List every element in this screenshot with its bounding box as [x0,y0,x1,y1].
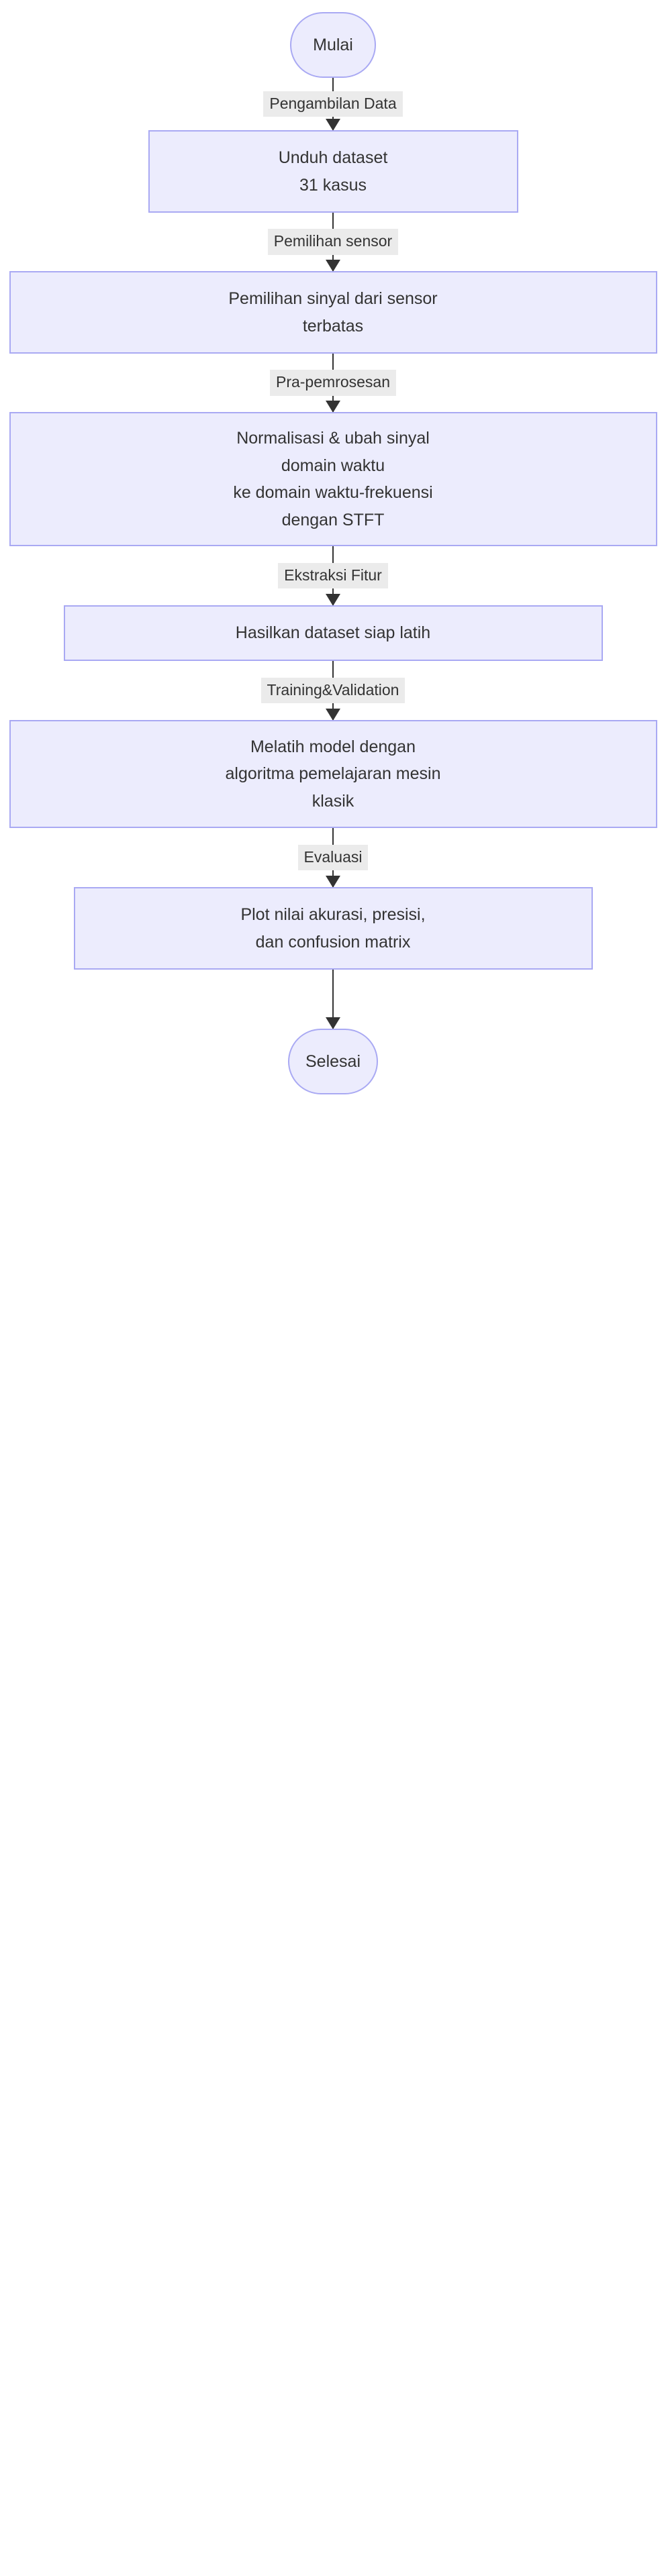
node-pemilihan-sinyal-label: Pemilihan sinyal dari sensor terbatas [228,289,438,336]
node-melatih-model-label: Melatih model dengan algoritma pemelajar… [225,737,441,811]
node-normalisasi-stft-label: Normalisasi & ubah sinyal domain waktu k… [233,429,433,529]
edge-label-pengambilan-data: Pengambilan Data [263,91,403,117]
edge-pemilihan-sensor: Pemilihan sensor [0,213,666,272]
node-plot-metrik-label: Plot nilai akurasi, presisi, dan confusi… [240,905,426,951]
node-selesai[interactable]: Selesai [288,1029,378,1094]
node-unduh-dataset[interactable]: Unduh dataset 31 kasus [148,130,518,213]
edge-label-ekstraksi-fitur: Ekstraksi Fitur [278,562,388,589]
edge-label-training-validation: Training&Validation [260,677,406,704]
node-selesai-label: Selesai [305,1051,361,1071]
edge-arrowhead-icon [326,1017,340,1029]
node-melatih-model[interactable]: Melatih model dengan algoritma pemelajar… [9,720,657,828]
edge-arrowhead-icon [326,401,340,413]
node-hasilkan-dataset[interactable]: Hasilkan dataset siap latih [63,605,603,661]
edge-arrowhead-icon [326,594,340,606]
node-plot-metrik[interactable]: Plot nilai akurasi, presisi, dan confusi… [73,887,593,970]
edge-label-evaluasi: Evaluasi [297,844,369,871]
edge-ekstraksi-fitur: Ekstraksi Fitur [0,546,666,606]
edge-plot-to-selesai [0,970,666,1029]
edge-label-pra-pemrosesan: Pra-pemrosesan [269,370,397,396]
edge-training-validation: Training&Validation [0,661,666,721]
edge-pengambilan-data: Pengambilan Data [0,78,666,131]
node-hasilkan-dataset-label: Hasilkan dataset siap latih [235,623,431,643]
edge-label-pemilihan-sensor: Pemilihan sensor [267,229,399,255]
edge-evaluasi: Evaluasi [0,828,666,888]
edge-pra-pemrosesan: Pra-pemrosesan [0,354,666,413]
node-mulai[interactable]: Mulai [290,12,376,78]
edge-arrowhead-icon [326,876,340,888]
edge-line [332,970,334,1029]
edge-arrowhead-icon [326,709,340,721]
edge-arrowhead-icon [326,119,340,131]
node-unduh-dataset-label: Unduh dataset 31 kasus [278,148,388,195]
node-normalisasi-stft[interactable]: Normalisasi & ubah sinyal domain waktu k… [9,412,657,546]
node-mulai-label: Mulai [313,35,353,54]
edge-arrowhead-icon [326,260,340,272]
node-pemilihan-sinyal[interactable]: Pemilihan sinyal dari sensor terbatas [9,271,657,354]
